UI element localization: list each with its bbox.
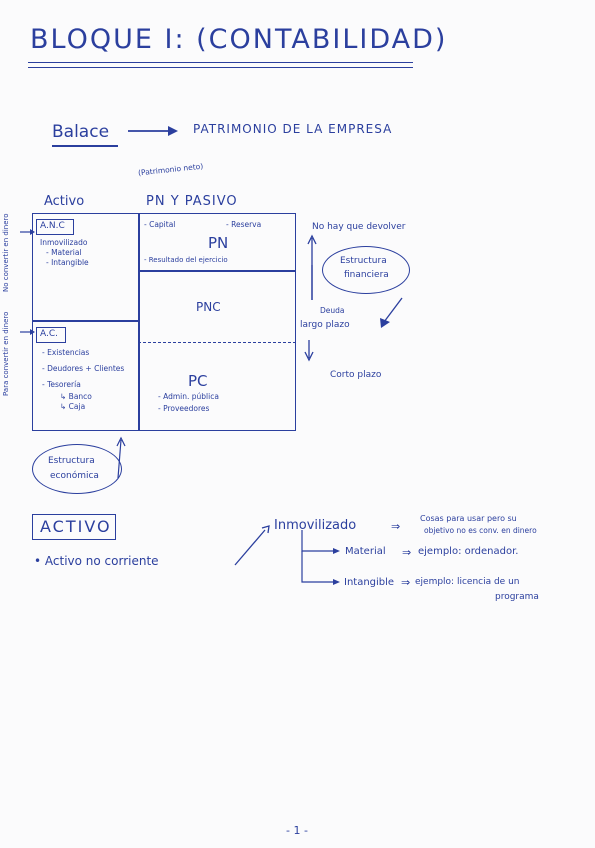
note-corto-plazo: Corto plazo [330, 370, 382, 380]
estructura-financiera-ellipse [322, 246, 410, 294]
material-desc: ejemplo: ordenador. [418, 546, 519, 557]
balance-table [32, 213, 296, 431]
pn-label: PN [208, 234, 229, 252]
activo-no-corriente: • Activo no corriente [34, 554, 159, 568]
title-underline-2 [28, 67, 413, 68]
pc-item: - Proveedores [158, 404, 210, 413]
pc-item: - Admin. pública [158, 392, 219, 401]
inmovilizado-desc-line1: Cosas para usar pero su [420, 514, 517, 523]
activo-heading: ACTIVO [40, 517, 112, 536]
note-deuda: Deuda [320, 306, 345, 315]
anc-item: - Intangible [46, 258, 89, 267]
ac-item: - Existencias [42, 348, 90, 357]
ac-label-box [36, 327, 66, 343]
ac-item: - Tesorería [42, 380, 81, 389]
svg-text:⇒: ⇒ [402, 546, 411, 559]
estructura-economica-line2: económica [50, 471, 99, 481]
note-largo-plazo: largo plazo [300, 320, 350, 330]
side-note-no-convertir: No convertir en dinero [2, 213, 10, 292]
table-pnc-pc-dashed-divider [138, 342, 296, 343]
table-pn-divider [138, 270, 296, 272]
estructura-financiera-line2: financiera [344, 270, 389, 280]
pn-resultado: - Resultado del ejercicio [144, 256, 228, 264]
col-pn-pasivo-header: PN Y PASIVO [146, 194, 238, 209]
estructura-economica-ellipse [32, 444, 122, 494]
balance-target: PATRIMONIO DE LA EMPRESA [193, 122, 393, 136]
inmovilizado-desc-line2: objetivo no es conv. en dinero [424, 526, 537, 535]
ac-subitem: ↳ Banco [60, 392, 92, 401]
material-label: Material [345, 546, 386, 557]
anc-label: A.N.C [40, 221, 65, 231]
table-left-divider [32, 320, 138, 322]
activo-heading-box [32, 514, 116, 540]
intangible-desc-line1: ejemplo: licencia de un [415, 577, 520, 587]
pn-reserva: - Reserva [226, 220, 262, 229]
inmovilizado-label: Inmovilizado [274, 518, 357, 533]
anc-label-box [36, 219, 74, 235]
table-center-divider [138, 213, 140, 431]
ac-label: A.C. [40, 329, 59, 339]
ac-subitem: ↳ Caja [60, 402, 86, 411]
page-number: - 1 - [286, 824, 308, 837]
estructura-economica-line1: Estructura [48, 456, 95, 466]
anc-item: Inmovilizado [40, 238, 88, 247]
page-title: BLOQUE I: (CONTABILIDAD) [30, 24, 448, 55]
pnc-label: PNC [196, 300, 221, 314]
title-underline [28, 62, 413, 63]
balance-underline [52, 145, 118, 147]
ac-item: - Deudores + Clientes [42, 364, 125, 373]
pn-capital: - Capital [144, 220, 176, 229]
anc-item: - Material [46, 248, 82, 257]
estructura-financiera-line1: Estructura [340, 256, 387, 266]
side-note-para-convertir: Para convertir en dinero [2, 311, 10, 396]
col-activo-header: Activo [44, 194, 85, 209]
balance-label: Balace [52, 122, 110, 142]
svg-text:⇒: ⇒ [391, 520, 400, 533]
note-no-devolver: No hay que devolver [312, 222, 406, 232]
pc-label: PC [188, 372, 208, 390]
svg-text:⇒: ⇒ [401, 576, 410, 589]
intangible-desc-line2: programa [495, 592, 539, 602]
intangible-label: Intangible [344, 577, 395, 588]
